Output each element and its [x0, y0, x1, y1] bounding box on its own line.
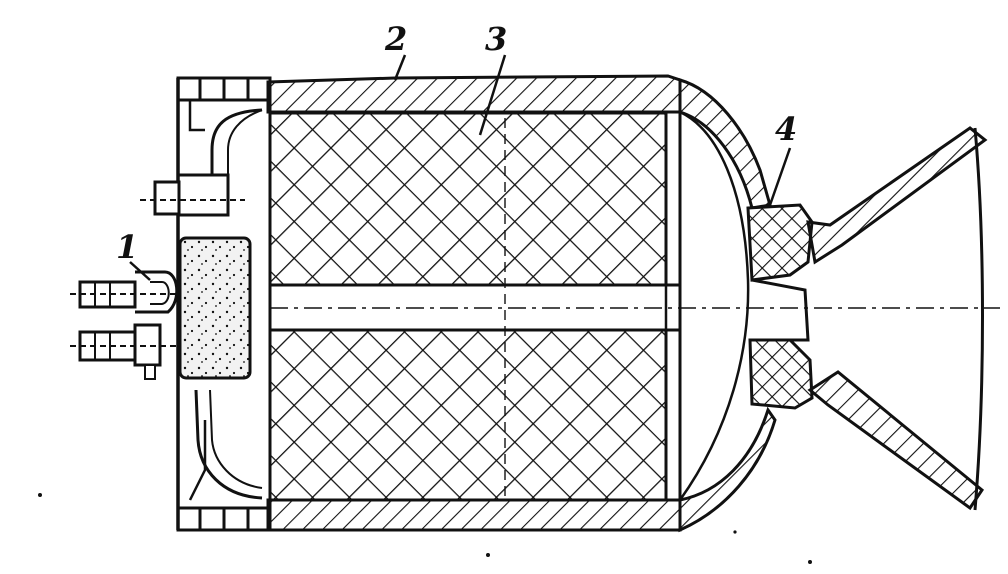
- nozzle-insert: [746, 203, 814, 410]
- insert-upper: [746, 203, 814, 282]
- igniter-charge: [178, 236, 252, 380]
- callout-4: 4: [775, 110, 797, 148]
- igniter-assembly: [70, 173, 252, 380]
- insert-lower: [748, 338, 814, 410]
- grain-upper: [268, 111, 668, 287]
- aft-dome: [678, 78, 777, 533]
- callout-3: 3: [485, 20, 507, 58]
- case-top-wall: [266, 74, 682, 114]
- aft-dome-upper: [678, 78, 772, 210]
- aft-dome-lower: [678, 406, 777, 533]
- propellant-grain: [268, 80, 682, 530]
- callout-1: 1: [116, 228, 138, 266]
- nozzle-cone-lower: [807, 370, 985, 511]
- leader-lines: [129, 54, 792, 281]
- grain-lower: [268, 328, 668, 502]
- nozzle-cone: [806, 126, 988, 511]
- callout-labels: 1 2 3 4: [116, 20, 797, 266]
- nozzle-cone-upper: [806, 126, 988, 265]
- callout-2: 2: [384, 20, 407, 58]
- case-bottom-wall: [266, 498, 682, 532]
